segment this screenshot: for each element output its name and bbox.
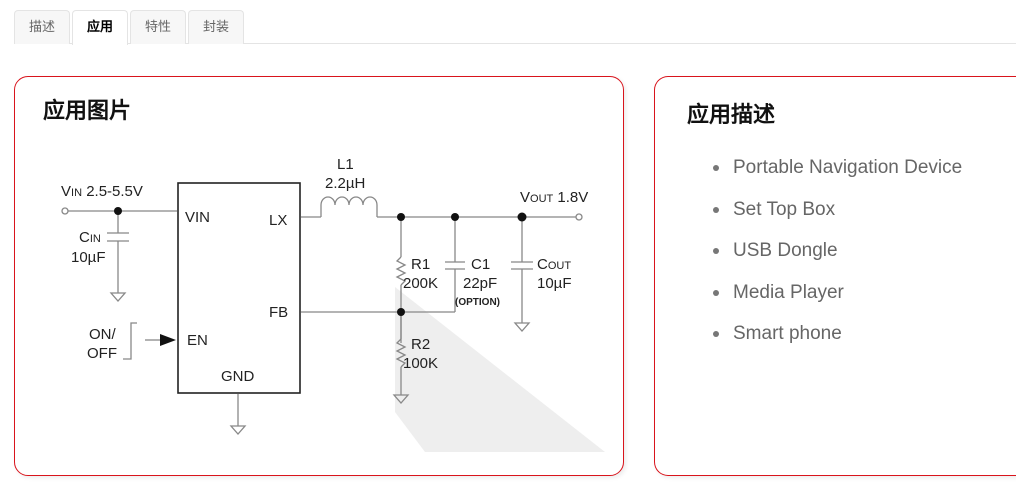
ic-pin-fb: FB	[269, 304, 288, 321]
cin-label: CIN	[79, 229, 101, 246]
en-arrow-icon	[160, 334, 176, 346]
vin-terminal	[61, 207, 69, 215]
application-image-panel: 应用图片	[14, 76, 624, 476]
cout-value: 10µF	[537, 275, 572, 292]
c1-note: (OPTION)	[455, 297, 500, 308]
list-item: USB Dongle	[713, 238, 962, 280]
ground-ic-icon	[229, 425, 247, 435]
junction-dot	[517, 212, 527, 222]
vin-label: VIN 2.5-5.5V	[61, 183, 143, 200]
application-list: Portable Navigation Device Set Top Box U…	[713, 155, 962, 363]
ground-r2-icon	[392, 394, 410, 404]
l1-value: 2.2µH	[325, 175, 365, 192]
list-item: Smart phone	[713, 321, 962, 363]
c1-label: C1	[471, 256, 490, 273]
bullet-icon	[713, 206, 719, 213]
cin-value: 10µF	[71, 249, 106, 266]
application-schematic: VIN 2.5-5.5V CIN 10µF VIN LX FB EN GND O…	[61, 156, 605, 452]
junction-dot	[451, 213, 459, 221]
bullet-icon	[713, 248, 719, 254]
application-description-panel: 应用描述 Portable Navigation Device Set Top …	[654, 76, 1016, 476]
tab-application[interactable]: 应用	[72, 10, 129, 45]
application-image-title: 应用图片	[43, 99, 132, 124]
ground-cout-icon	[513, 322, 531, 332]
vout-terminal	[575, 213, 583, 221]
r2-value: 100K	[403, 355, 438, 372]
l1-label: L1	[337, 156, 354, 173]
ic-pin-en: EN	[187, 332, 208, 349]
junction-dot	[397, 308, 405, 316]
schematic-shadow	[395, 287, 605, 452]
r1-value: 200K	[403, 275, 438, 292]
application-description-title: 应用描述	[687, 103, 776, 128]
list-item: Portable Navigation Device	[713, 155, 962, 197]
r1-label: R1	[411, 256, 430, 273]
on-off-label-2: OFF	[87, 345, 117, 362]
tab-features[interactable]: 特性	[130, 10, 187, 44]
tab-bar: 描述 应用 特性 封装	[14, 10, 1016, 45]
tab-package[interactable]: 封装	[188, 10, 245, 44]
vout-label: VOUT 1.8V	[520, 189, 588, 206]
ic-pin-lx: LX	[269, 212, 287, 229]
on-off-bracket	[123, 322, 137, 360]
bullet-icon	[713, 289, 719, 296]
list-item: Media Player	[713, 280, 962, 322]
resistor-r1	[395, 256, 407, 286]
bullet-icon	[713, 165, 719, 171]
junction-dot	[114, 207, 122, 215]
on-off-label-1: ON/	[89, 326, 117, 343]
ic-pin-gnd: GND	[221, 368, 255, 385]
bullet-icon	[713, 331, 719, 337]
junction-dot	[397, 213, 405, 221]
resistor-r2	[395, 338, 407, 368]
c1-value: 22pF	[463, 275, 497, 292]
list-item: Set Top Box	[713, 197, 962, 239]
tab-description[interactable]: 描述	[14, 10, 71, 44]
inductor-l1	[320, 196, 378, 206]
ground-cin-icon	[109, 292, 127, 302]
ic-pin-vin: VIN	[185, 209, 210, 226]
cout-label: COUT	[537, 256, 571, 273]
r2-label: R2	[411, 336, 430, 353]
ic-block	[177, 182, 301, 394]
